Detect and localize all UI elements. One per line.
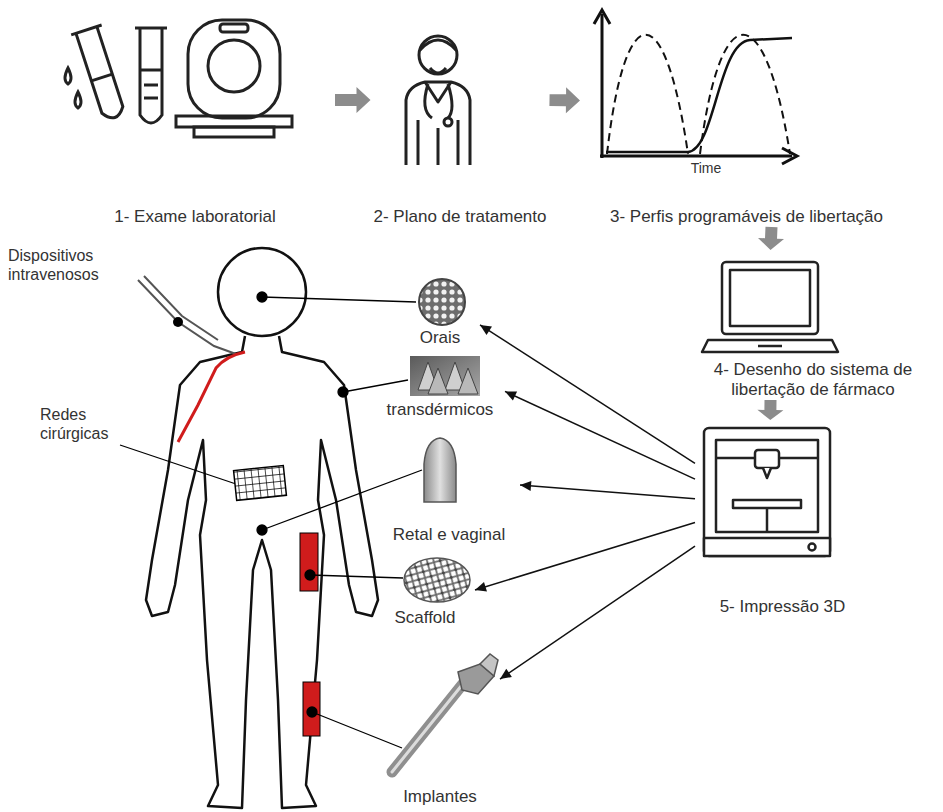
- lab-exam-step: 1- Exame laboratorial: [55, 12, 335, 227]
- suppository-icon: [424, 438, 456, 502]
- part-label: Redes cirúrgicas: [40, 405, 130, 443]
- surgical-mesh: [120, 445, 286, 501]
- dosage-form: Retal e vaginal: [378, 438, 520, 545]
- implant-site: [300, 533, 320, 736]
- doctor-icon: [406, 36, 470, 165]
- part-label: Dispositivos intravenosos: [8, 246, 136, 284]
- dosage-form: Scaffold: [375, 552, 475, 628]
- step-label: 4- Desenho do sistema de libertação de f…: [693, 360, 933, 400]
- dosage-form: transdérmicos: [375, 352, 505, 420]
- mri-scanner-icon: [176, 20, 292, 137]
- release-profile-chart: [594, 10, 797, 164]
- printing-step: 5- Impressão 3D: [695, 420, 870, 617]
- dosage-form: Orais: [400, 280, 480, 348]
- output-arrow: [500, 546, 695, 679]
- step-label: 5- Impressão 3D: [720, 597, 846, 617]
- release-profile-step: 3- Perfis programáveis de libertação: [580, 5, 913, 227]
- design-step: 4- Desenho do sistema de libertação de f…: [688, 250, 938, 400]
- step-label: Orais: [420, 328, 461, 348]
- step-label: transdérmicos: [387, 400, 494, 420]
- oral-tablet-icon: [419, 279, 465, 325]
- microneedle-patch-icon: [410, 356, 480, 396]
- flow-arrow: [549, 87, 580, 113]
- axis-label: Time: [676, 159, 736, 178]
- test-tube-icon: [65, 25, 167, 123]
- output-arrow: [505, 391, 695, 479]
- flow-arrow: [757, 400, 783, 420]
- dosage-form: Implantes: [380, 645, 500, 807]
- treatment-plan-step: 2- Plano de tratamento: [371, 12, 550, 227]
- step-label: Scaffold: [394, 608, 455, 628]
- flow-arrow: [335, 87, 371, 113]
- leader-line: [257, 292, 422, 748]
- output-arrow: [520, 481, 695, 499]
- implant-icon: [392, 654, 498, 772]
- flow-arrow: [758, 227, 784, 250]
- step-label: 3- Perfis programáveis de libertação: [610, 207, 883, 227]
- step-label: 1- Exame laboratorial: [114, 207, 276, 227]
- 3d-printer-icon: [704, 428, 830, 556]
- laptop-icon: [702, 262, 838, 352]
- output-arrow: [475, 522, 695, 591]
- step-label: Retal e vaginal: [393, 525, 505, 545]
- intravenous-device: [138, 276, 245, 442]
- scaffold-icon: [404, 558, 470, 602]
- body-outline: [146, 336, 378, 808]
- step-label: 2- Plano de tratamento: [374, 207, 547, 227]
- step-label: Implantes: [403, 787, 477, 807]
- output-arrow: [480, 325, 695, 463]
